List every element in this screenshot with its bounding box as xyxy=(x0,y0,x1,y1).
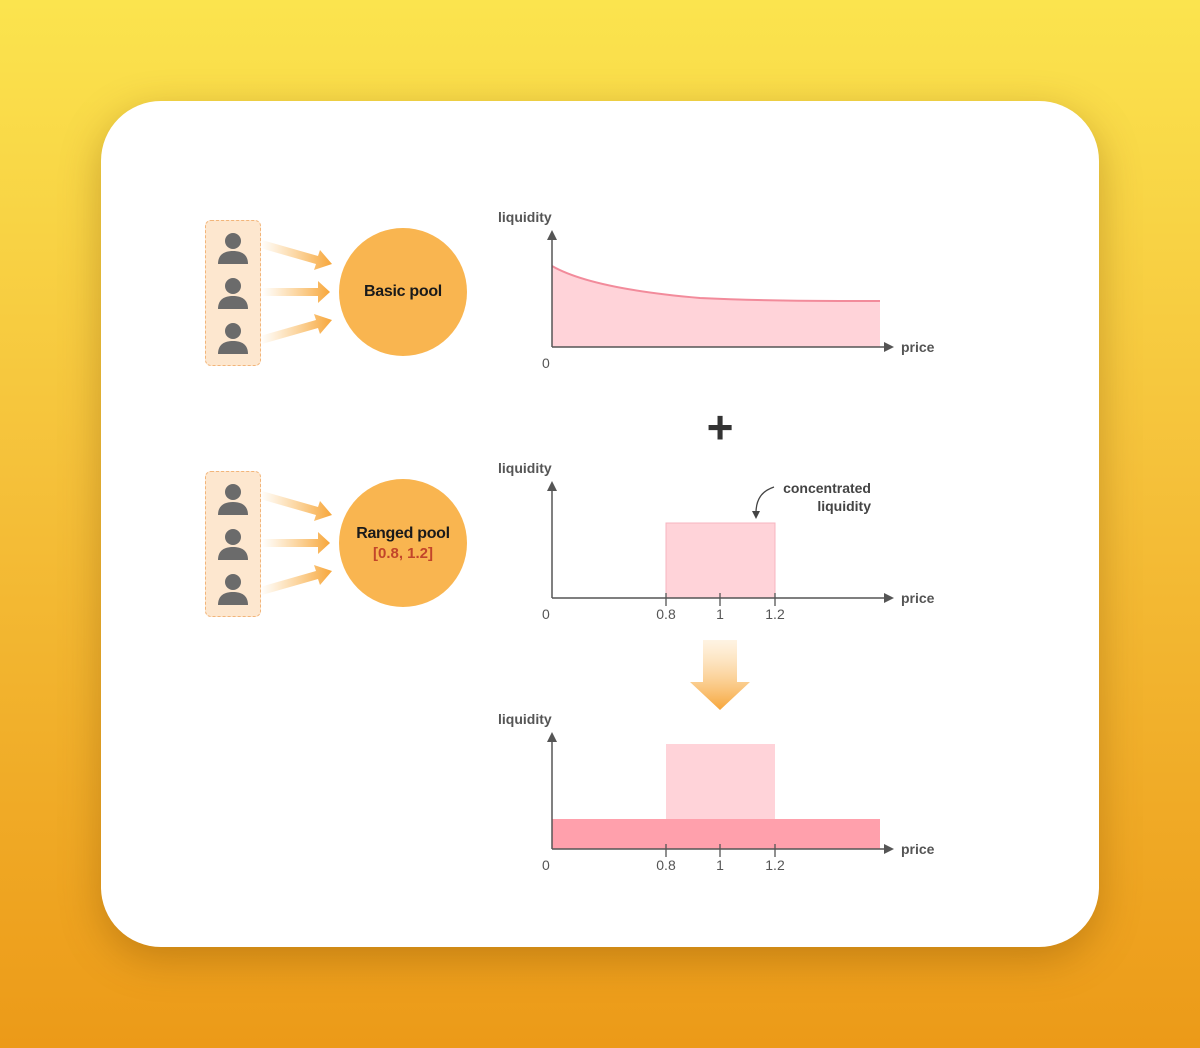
tick-label: 1 xyxy=(716,857,724,873)
liquidity-area xyxy=(552,266,880,347)
x-axis-arrowhead xyxy=(884,342,894,352)
annotation-pointer-head xyxy=(752,511,760,519)
arrow-right-icon xyxy=(260,491,332,521)
plus-operator: + xyxy=(706,401,734,453)
arrow-right-icon xyxy=(262,281,330,303)
person-icon xyxy=(218,323,248,354)
x-axis-arrowhead xyxy=(884,593,894,603)
annotation-line-2: liquidity xyxy=(817,498,871,514)
person-icon xyxy=(218,233,248,264)
x-axis-arrowhead xyxy=(884,844,894,854)
y-axis-label: liquidity xyxy=(498,209,552,225)
annotation-line-1: concentrated xyxy=(783,480,871,496)
tick-label: 0.8 xyxy=(656,606,676,622)
arrow-down-icon xyxy=(690,640,750,710)
liquidity-curve xyxy=(551,265,881,302)
y-axis-label: liquidity xyxy=(498,460,552,476)
tick-label: 0.8 xyxy=(656,857,676,873)
tick-label: 1 xyxy=(716,606,724,622)
y-axis-label: liquidity xyxy=(498,711,552,727)
ranged-liquidity-chart: 0.8 1 1.2 liquidity price 0 concentrated… xyxy=(498,460,935,622)
concentrated-liquidity-bar xyxy=(665,522,776,599)
origin-label: 0 xyxy=(542,606,550,622)
deposit-arrows xyxy=(260,491,332,595)
y-axis-arrowhead xyxy=(547,230,557,240)
x-axis-label: price xyxy=(901,590,935,606)
pool-name: Ranged pool xyxy=(356,524,450,542)
combined-liquidity-chart: 0.8 1 1.2 liquidity price 0 xyxy=(498,711,935,873)
arrow-right-icon xyxy=(260,314,332,344)
pool-name: Basic pool xyxy=(364,283,442,300)
basic-liquidity-band xyxy=(552,819,880,849)
person-icon xyxy=(218,278,248,309)
y-axis-arrowhead xyxy=(547,481,557,491)
person-icon xyxy=(218,529,248,560)
y-axis-arrowhead xyxy=(547,732,557,742)
ranged-pool: Ranged pool [0.8, 1.2] xyxy=(339,479,467,607)
arrow-right-icon xyxy=(262,532,330,554)
pool-range: [0.8, 1.2] xyxy=(372,544,434,562)
arrow-right-icon xyxy=(260,565,332,595)
tick-label: 1.2 xyxy=(765,857,785,873)
arrow-right-icon xyxy=(260,240,332,270)
origin-label: 0 xyxy=(542,857,550,873)
origin-label: 0 xyxy=(542,355,550,371)
deposit-arrows xyxy=(260,240,332,344)
liquidity-providers-group xyxy=(205,471,261,617)
basic-pool: Basic pool xyxy=(339,228,467,356)
basic-liquidity-chart: liquidity price 0 xyxy=(498,209,935,371)
person-icon xyxy=(218,484,248,515)
person-icon xyxy=(218,574,248,605)
annotation-pointer xyxy=(755,486,775,514)
x-axis-label: price xyxy=(901,339,935,355)
tick-label: 1.2 xyxy=(765,606,785,622)
liquidity-providers-group xyxy=(205,220,261,366)
x-axis-label: price xyxy=(901,841,935,857)
